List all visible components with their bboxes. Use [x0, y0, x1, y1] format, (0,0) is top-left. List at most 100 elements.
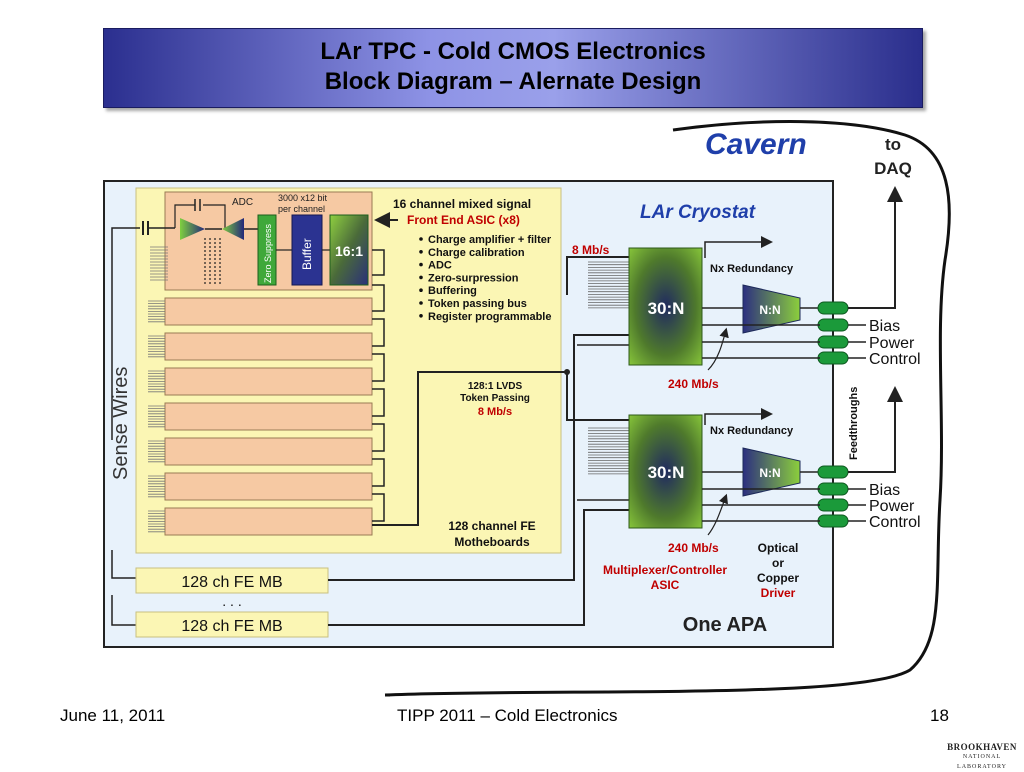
bias-label-lower: Bias [869, 482, 900, 499]
optical-label-2: or [772, 556, 784, 570]
feature-bullet [419, 275, 423, 280]
control-label-upper: Control [869, 351, 921, 368]
nn-upper [742, 284, 801, 334]
lvds-label-1: 128:1 LVDS [468, 381, 523, 392]
bits-label-1: 3000 x12 bit [278, 193, 328, 203]
fe-board [164, 297, 373, 326]
sense-wires-label: Sense Wires [110, 367, 132, 480]
mux-ctrl-label-1: Multiplexer/Controller [603, 563, 727, 577]
feature-bullet [419, 288, 423, 293]
asic-feature-item: Zero-surpression [428, 272, 519, 284]
mux-30-lower [628, 414, 703, 529]
lvds-line [372, 371, 567, 526]
fe-board-stack [164, 297, 373, 536]
adc-triangle [222, 218, 244, 240]
nn-lower [742, 447, 801, 497]
feature-bullet [419, 301, 423, 305]
cryostat-label: LAr Cryostat [640, 202, 756, 223]
fe-mb-ellipsis: . . . [222, 593, 241, 609]
mux-input-combs [588, 261, 629, 475]
daisy-chain [372, 249, 385, 276]
optical-label-1: Optical [758, 541, 799, 555]
fe-mb-label-2: Motheboards [454, 535, 530, 549]
feedthroughs-label: Feedthroughs [848, 387, 860, 460]
fe-board [164, 332, 373, 361]
feedthrough-pin [817, 351, 849, 365]
asic-feature-item: Charge amplifier + filter [428, 234, 552, 246]
footer-date: June 11, 2011 [60, 706, 166, 725]
cavern-boundary [384, 120, 951, 697]
fe-mb-box-2 [135, 611, 329, 638]
lvds-rate: 8 Mb/s [478, 406, 512, 418]
rate-240-lower: 240 Mb/s [668, 541, 719, 555]
mux-input-top [566, 256, 629, 295]
title-line-2: Block Diagram – Alernate Design [324, 68, 702, 95]
feedthrough-pin [817, 335, 849, 349]
control-label-lower: Control [869, 514, 921, 531]
sense-wire-combs [148, 246, 168, 533]
mux-30-upper-label: 30:N [648, 299, 685, 318]
power-label-upper: Power [869, 335, 915, 352]
daq-arrow-upper [848, 186, 903, 309]
optical-label-3: Copper [757, 571, 799, 585]
nn-lower-label: N:N [759, 466, 780, 480]
feedthrough-pin [817, 498, 849, 512]
buffer-label: Buffer [300, 238, 314, 270]
asic-feature-item: ADC [428, 260, 452, 272]
rate-240-upper: 240 Mb/s [668, 377, 719, 391]
fe-mb-label-1: 128 channel FE [448, 519, 535, 533]
redundancy-label-lower: Nx Redundancy [710, 425, 794, 437]
feedthrough-pin [817, 301, 849, 315]
feature-bullet [419, 250, 423, 254]
slide-title: LAr TPC - Cold CMOS Electronics Block Di… [103, 28, 923, 108]
mux-30-lower-label: 30:N [648, 463, 685, 482]
cavern-label: Cavern [705, 128, 807, 161]
optical-label-4: Driver [761, 586, 796, 600]
feature-bullet [419, 237, 423, 241]
redundancy-arrow-lower [704, 408, 773, 425]
daq-arrow-lower [848, 386, 903, 473]
preamp-triangle [180, 218, 205, 240]
fe-board [164, 437, 373, 466]
fe-mb-box-1 [135, 567, 329, 594]
daq-label: DAQ [874, 159, 912, 178]
buffer-block [291, 214, 323, 286]
mux-30-upper [628, 247, 703, 366]
feedthrough-pin [817, 482, 849, 496]
one-apa-label: One APA [683, 614, 767, 636]
fe-board [164, 507, 373, 536]
mux-16-block [329, 214, 369, 286]
asic-feature-item: Charge calibration [428, 247, 525, 259]
adc-label: ADC [232, 197, 253, 208]
to-label: to [885, 135, 901, 154]
power-label-lower: Power [869, 498, 915, 515]
asic-subtitle: Front End ASIC (x8) [407, 213, 520, 227]
page-number: 18 [930, 706, 949, 725]
feature-bullet [419, 314, 423, 318]
fe-mb-box-1-label: 128 ch FE MB [181, 574, 282, 591]
nn-upper-label: N:N [759, 303, 780, 317]
lvds-label-2: Token Passing [460, 393, 530, 404]
redundancy-label-upper: Nx Redundancy [710, 263, 794, 275]
sense-wire-lead [111, 227, 140, 440]
brookhaven-logo: BROOKHAVEN NATIONAL LABORATORY [947, 742, 1017, 770]
mux-16-label: 16:1 [335, 243, 363, 259]
bias-label-upper: Bias [869, 318, 900, 335]
feedthrough-pin [817, 465, 849, 479]
asic-feature-item: Buffering [428, 285, 477, 297]
fe-board [164, 472, 373, 501]
bits-label-2: per channel [278, 204, 325, 214]
asic-feature-item: Register programmable [428, 311, 551, 323]
asic-title: 16 channel mixed signal [393, 197, 531, 211]
fe-mb-box-2-label: 128 ch FE MB [181, 618, 282, 635]
rate-8-label: 8 Mb/s [572, 243, 610, 257]
feature-bullet [419, 262, 423, 267]
footer-title: TIPP 2011 – Cold Electronics [397, 706, 618, 725]
asic-feature-item: Token passing bus [428, 298, 527, 310]
fe-board [164, 402, 373, 431]
redundancy-arrow-upper [704, 236, 773, 258]
mux-ctrl-label-2: ASIC [651, 578, 680, 592]
